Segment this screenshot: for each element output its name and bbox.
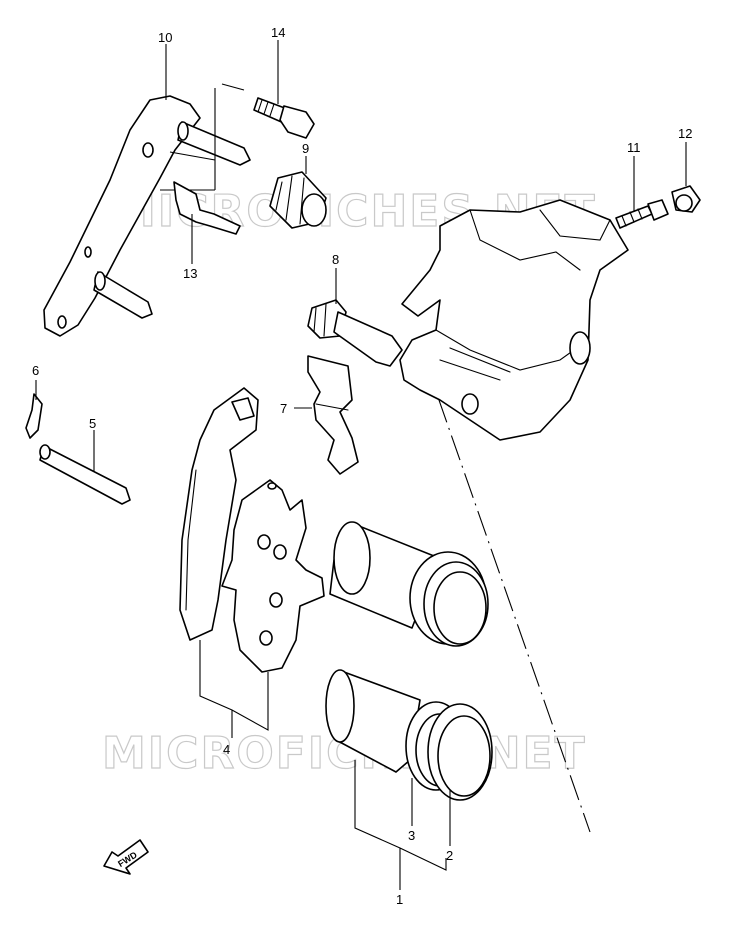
fwd-arrow-icon: FWD bbox=[103, 839, 149, 875]
pin-part-8[interactable] bbox=[307, 299, 403, 367]
spring-part-7[interactable] bbox=[307, 355, 359, 475]
lower-piston-part-1[interactable] bbox=[325, 669, 421, 773]
callout-8: 8 bbox=[332, 252, 339, 267]
seal-part-2[interactable] bbox=[427, 703, 493, 801]
bleeder-part-11[interactable] bbox=[615, 199, 669, 229]
leader-1 bbox=[354, 760, 447, 890]
callout-13: 13 bbox=[183, 266, 197, 281]
callout-5: 5 bbox=[89, 416, 96, 431]
callout-12: 12 bbox=[678, 126, 692, 141]
callout-7: 7 bbox=[280, 401, 287, 416]
callout-9: 9 bbox=[302, 141, 309, 156]
caliper-axis-line bbox=[424, 359, 591, 833]
callout-1: 1 bbox=[396, 892, 403, 907]
callout-6: 6 bbox=[32, 363, 39, 378]
callout-2: 2 bbox=[446, 848, 453, 863]
caliper-body[interactable] bbox=[399, 199, 629, 441]
bolt-part-14[interactable] bbox=[253, 97, 315, 139]
callout-3: 3 bbox=[408, 828, 415, 843]
upper-piston[interactable] bbox=[329, 521, 489, 647]
callout-14: 14 bbox=[271, 25, 285, 40]
leader-4 bbox=[199, 640, 269, 738]
bracket-part-10[interactable] bbox=[43, 95, 251, 337]
boot-part-9[interactable] bbox=[269, 171, 327, 229]
callout-4: 4 bbox=[223, 742, 230, 757]
callout-10: 10 bbox=[158, 30, 172, 45]
cotter-pin-part-6[interactable] bbox=[25, 393, 43, 439]
callout-11: 11 bbox=[627, 140, 641, 155]
cap-part-12[interactable] bbox=[671, 185, 701, 213]
leader-10 bbox=[160, 83, 245, 191]
brake-pads-part-4[interactable] bbox=[179, 387, 325, 673]
clip-part-13[interactable] bbox=[173, 181, 241, 235]
pad-pin-part-5[interactable] bbox=[39, 444, 131, 505]
